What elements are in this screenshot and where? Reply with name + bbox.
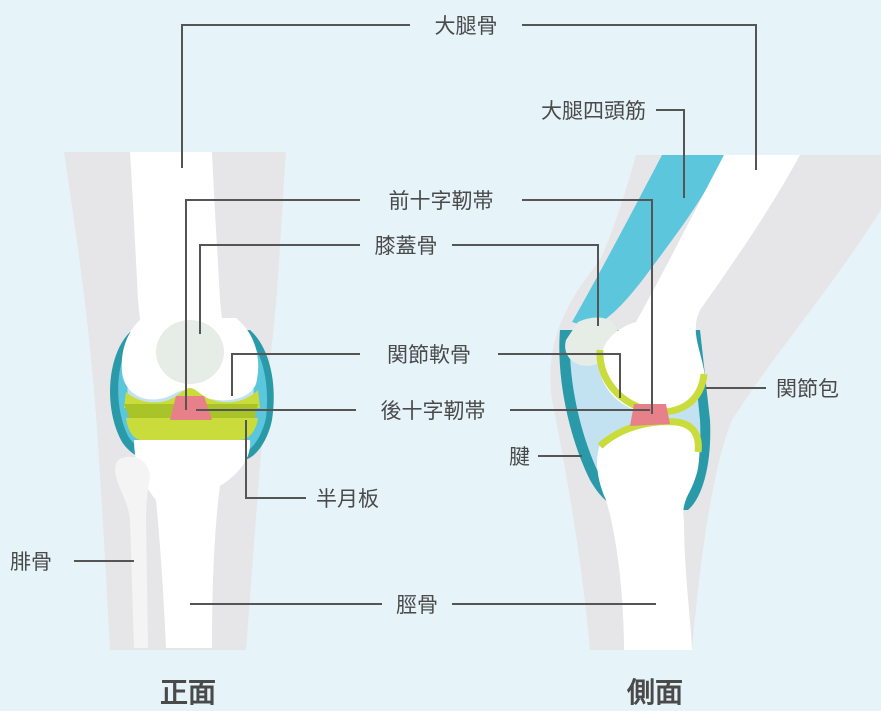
label-side-view: 側面 [626, 676, 683, 709]
label-femur: 大腿骨 [435, 14, 498, 38]
label-patella: 膝蓋骨 [375, 234, 438, 258]
side-cruciate-ligaments [630, 404, 670, 426]
femur-leader [181, 24, 757, 170]
front-cruciate-ligaments [170, 396, 212, 420]
label-fibula: 腓骨 [10, 550, 52, 574]
label-front-view: 正面 [160, 676, 216, 709]
front-meniscus-right [204, 404, 258, 420]
front-femur [130, 152, 222, 320]
side-view [550, 155, 881, 650]
front-view [64, 152, 286, 650]
patella-leader [199, 244, 599, 334]
labels: 大腿骨 大腿四頭筋 前十字靭帯 膝蓋骨 関節軟骨 関節包 後十字靭帯 腱 半月板… [10, 14, 839, 709]
side-tibia [597, 419, 700, 650]
label-pcl: 後十字靭帯 [381, 399, 486, 423]
label-cartilage: 関節軟骨 [387, 343, 471, 367]
side-quadriceps [572, 155, 724, 328]
label-meniscus: 半月板 [316, 487, 379, 511]
front-patella [156, 320, 224, 384]
front-tibia [134, 440, 251, 648]
label-acl: 前十字靭帯 [389, 189, 494, 213]
front-cartilage-lower [126, 418, 258, 440]
leader-lines [74, 24, 766, 605]
label-tendon: 腱 [509, 445, 530, 469]
meniscus-leader [245, 420, 306, 499]
front-fibula [115, 456, 150, 648]
front-meniscus [124, 404, 176, 420]
label-quadriceps: 大腿四頭筋 [541, 99, 646, 123]
side-tibia-cartilage [597, 418, 702, 453]
acl-leader [185, 199, 653, 414]
quadriceps-leader [656, 109, 685, 198]
label-capsule: 関節包 [776, 377, 839, 401]
cartilage-leader [231, 353, 621, 398]
label-tibia: 脛骨 [396, 593, 438, 617]
